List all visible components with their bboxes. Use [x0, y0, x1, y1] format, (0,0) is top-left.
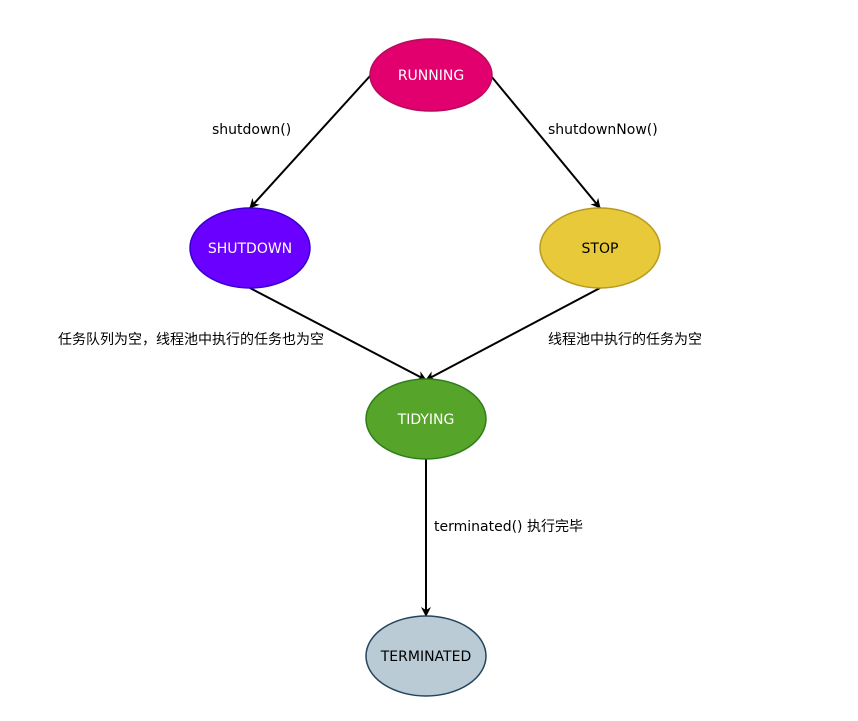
node-shutdown-shape: [189, 207, 311, 289]
node-terminated: TERMINATED: [365, 615, 487, 697]
edge-label-tasks-empty: 线程池中执行的任务为空: [548, 332, 702, 348]
node-tidying-shape: [365, 378, 487, 460]
edge-label-shutdown-now: shutdownNow(): [548, 122, 658, 138]
node-terminated-shape: [365, 615, 487, 697]
edge-labels: shutdown() shutdownNow() 任务队列为空，线程池中执行的任…: [58, 122, 702, 535]
node-shutdown-label: SHUTDOWN: [208, 241, 292, 257]
node-tidying-label: TIDYING: [397, 412, 455, 428]
edges: [249, 75, 601, 617]
edge-shutdown-to-tidying: [249, 287, 427, 381]
edge-running-to-shutdown: [249, 75, 371, 209]
node-running-label: RUNNING: [398, 68, 464, 84]
edge-running-to-stop: [490, 75, 601, 209]
node-stop-shape: [539, 207, 661, 289]
edge-label-terminated-done: terminated() 执行完毕: [434, 519, 583, 535]
edge-label-queue-empty: 任务队列为空，线程池中执行的任务也为空: [58, 332, 324, 348]
node-running: RUNNING: [369, 38, 493, 112]
node-tidying: TIDYING: [365, 378, 487, 460]
edge-label-shutdown: shutdown(): [212, 122, 291, 138]
node-stop-label: STOP: [582, 241, 619, 257]
node-running-shape: [369, 38, 493, 112]
edge-stop-to-tidying: [425, 287, 601, 381]
node-shutdown: SHUTDOWN: [189, 207, 311, 289]
node-stop: STOP: [539, 207, 661, 289]
node-terminated-label: TERMINATED: [380, 649, 471, 665]
